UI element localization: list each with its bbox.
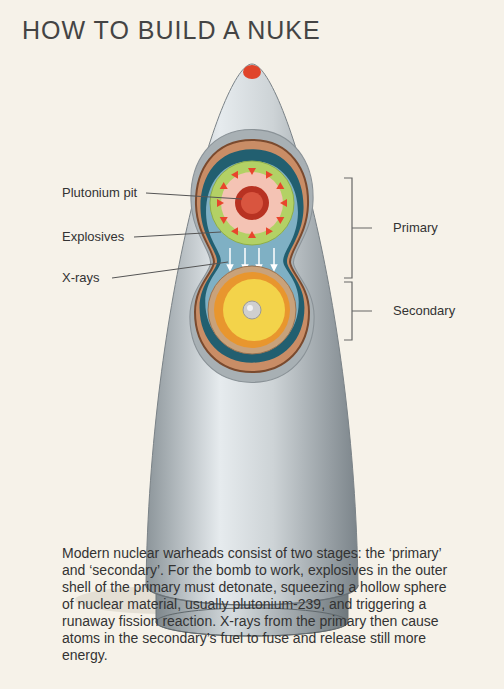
radiation-case — [195, 140, 309, 372]
plutonium-pit — [235, 186, 269, 220]
pusher-layer — [221, 172, 283, 234]
implosion-arrows — [217, 168, 287, 238]
spark-plug — [243, 301, 261, 319]
cone-tip — [243, 65, 261, 79]
primary-bracket — [344, 178, 372, 278]
part-label: Plutonium pit — [62, 185, 137, 201]
tamper-layer — [208, 266, 296, 354]
part-label: Explosives — [62, 229, 124, 245]
x-ray-arrows — [230, 248, 274, 268]
leader-lines — [112, 193, 242, 278]
explosive-shell — [210, 161, 294, 245]
stage-label: Primary — [393, 220, 438, 236]
spark-plug-highlight — [247, 305, 253, 311]
radiation-channel — [200, 149, 305, 362]
figure-title: HOW TO BUILD A NUKE — [22, 16, 321, 45]
fusion-fuel — [223, 279, 285, 341]
fusion-fuel-outer — [214, 272, 290, 348]
part-label: X-rays — [62, 270, 100, 286]
cutout-rim — [190, 130, 314, 383]
pit-core — [241, 192, 263, 214]
warhead-cone — [146, 64, 358, 605]
channel-filler — [205, 161, 298, 351]
figure-caption: Modern nuclear warheads consist of two s… — [62, 545, 454, 664]
secondary-bracket — [344, 282, 372, 340]
stage-label: Secondary — [393, 303, 455, 319]
